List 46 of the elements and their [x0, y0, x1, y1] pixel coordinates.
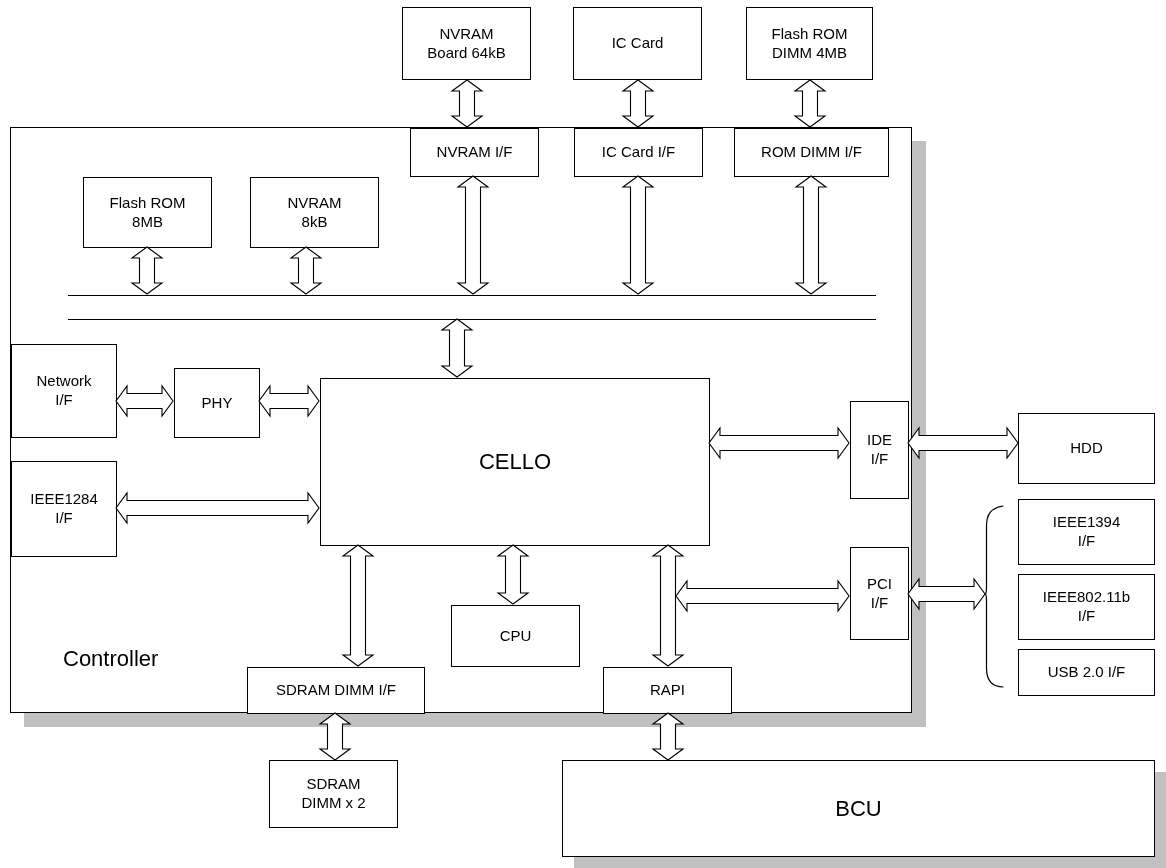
double-arrow	[675, 579, 850, 613]
double-arrow	[450, 79, 484, 128]
double-arrow	[496, 544, 530, 605]
double-arrow	[130, 246, 164, 295]
double-arrow	[651, 712, 685, 761]
block-box: PHY	[174, 368, 260, 438]
double-arrow	[115, 491, 320, 525]
block-box: SDRAM DIMM x 2	[269, 760, 398, 828]
block-box: NVRAM 8kB	[250, 177, 379, 248]
double-arrow	[289, 246, 323, 295]
double-arrow	[318, 712, 352, 761]
block-box: ROM DIMM I/F	[734, 128, 889, 177]
block-box: IC Card	[573, 7, 702, 80]
block-box: NVRAM I/F	[410, 128, 539, 177]
double-arrow	[794, 175, 828, 295]
block-box: CPU	[451, 605, 580, 667]
double-arrow	[258, 384, 320, 418]
curly-brace	[985, 505, 1004, 688]
block-box: Flash ROM 8MB	[83, 177, 212, 248]
block-box: PCI I/F	[850, 547, 909, 640]
double-arrow	[651, 544, 685, 667]
block-box: IC Card I/F	[574, 128, 703, 177]
block-box: Flash ROM DIMM 4MB	[746, 7, 873, 80]
block-box: IDE I/F	[850, 401, 909, 499]
double-arrow	[708, 426, 850, 460]
block-box: IEEE802.11b I/F	[1018, 574, 1155, 640]
double-arrow	[907, 426, 1019, 460]
double-arrow	[793, 79, 827, 128]
double-arrow	[440, 318, 474, 378]
double-arrow	[621, 175, 655, 295]
block-box: HDD	[1018, 413, 1155, 484]
block-box: IEEE1394 I/F	[1018, 499, 1155, 565]
double-arrow	[456, 175, 490, 295]
double-arrow	[115, 384, 174, 418]
block-box: SDRAM DIMM I/F	[247, 667, 425, 714]
double-arrow	[907, 577, 986, 611]
double-arrow	[621, 79, 655, 128]
block-box: IEEE1284 I/F	[11, 461, 117, 557]
block-box: Network I/F	[11, 344, 117, 438]
bus-lines	[68, 295, 876, 320]
block-box: RAPI	[603, 667, 732, 714]
controller-label: Controller	[63, 644, 159, 672]
double-arrow	[341, 544, 375, 667]
block-box: CELLO	[320, 378, 710, 546]
block-box: USB 2.0 I/F	[1018, 649, 1155, 696]
block-box: NVRAM Board 64kB	[402, 7, 531, 80]
